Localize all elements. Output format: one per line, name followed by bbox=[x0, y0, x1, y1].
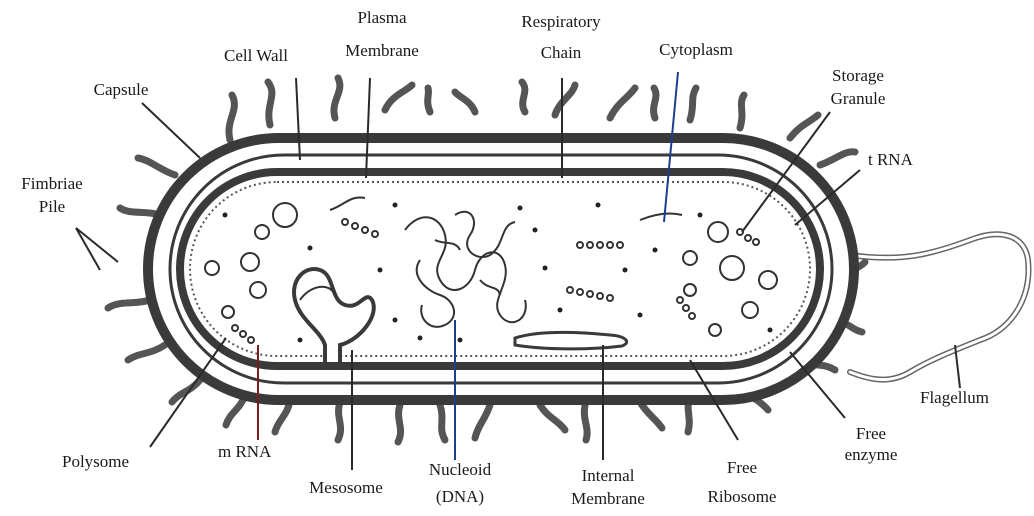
pilus bbox=[229, 95, 234, 140]
pilus bbox=[334, 78, 340, 118]
pilus bbox=[820, 152, 855, 165]
label-nucleoid-line1: Nucleoid bbox=[400, 460, 520, 479]
label-nucleoid-line2: (DNA) bbox=[400, 487, 520, 506]
label-storage-granule-line1: Storage bbox=[808, 66, 908, 85]
label-mesosome: Mesosome bbox=[286, 478, 406, 497]
label-plasma-membrane-line2: Membrane bbox=[322, 41, 442, 60]
label-free-ribosome: Free Ribosome bbox=[682, 458, 802, 506]
label-fimbriae-pile: Fimbriae Pile bbox=[2, 174, 102, 216]
pilus bbox=[338, 402, 341, 440]
label-nucleoid: Nucleoid (DNA) bbox=[400, 460, 520, 506]
label-internal-membrane-line2: Membrane bbox=[548, 489, 668, 508]
label-respiratory-chain: Respiratory Chain bbox=[486, 12, 636, 62]
pilus bbox=[268, 82, 272, 125]
label-storage-granule: Storage Granule bbox=[808, 66, 908, 108]
pilus bbox=[455, 92, 475, 112]
label-respiratory-chain-line2: Chain bbox=[486, 43, 636, 62]
pilus bbox=[398, 405, 401, 442]
label-polysome: Polysome bbox=[62, 452, 172, 471]
pilus bbox=[740, 95, 744, 128]
pilus bbox=[475, 405, 490, 438]
pilus bbox=[428, 88, 430, 112]
label-storage-granule-line2: Granule bbox=[808, 89, 908, 108]
label-free-enzyme-line1: Free bbox=[826, 424, 916, 443]
pilus bbox=[540, 405, 565, 430]
label-plasma-membrane: Plasma Membrane bbox=[322, 8, 442, 60]
label-internal-membrane-line1: Internal bbox=[548, 466, 668, 485]
pilus bbox=[138, 158, 175, 175]
label-fimbriae-line1: Fimbriae bbox=[2, 174, 102, 193]
label-fimbriae-line2: Pile bbox=[2, 197, 102, 216]
label-flagellum: Flagellum bbox=[920, 388, 1030, 407]
pilus bbox=[522, 82, 525, 112]
label-internal-membrane: Internal Membrane bbox=[548, 466, 668, 508]
label-respiratory-chain-line1: Respiratory bbox=[486, 12, 636, 31]
label-cytoplasm: Cytoplasm bbox=[636, 40, 756, 59]
pilus bbox=[120, 208, 160, 215]
pilus bbox=[640, 402, 662, 428]
pilus bbox=[128, 345, 165, 360]
label-cell-wall: Cell Wall bbox=[196, 46, 316, 65]
pilus bbox=[440, 405, 445, 440]
pilus bbox=[172, 380, 200, 402]
pilus bbox=[555, 85, 575, 115]
pilus bbox=[108, 300, 150, 308]
label-capsule: Capsule bbox=[66, 80, 176, 99]
pilus bbox=[385, 85, 412, 110]
label-trna: t RNA bbox=[868, 150, 948, 169]
pointer-capsule bbox=[142, 103, 200, 158]
label-free-ribosome-line1: Free bbox=[682, 458, 802, 477]
label-free-enzyme: Free enzyme bbox=[826, 424, 916, 464]
pilus bbox=[610, 88, 635, 118]
label-free-enzyme-line2: enzyme bbox=[826, 445, 916, 464]
label-free-ribosome-line2: Ribosome bbox=[682, 487, 802, 506]
pointer-fimbriae bbox=[76, 228, 100, 270]
plasma-membrane-outline bbox=[180, 172, 820, 366]
label-plasma-membrane-line1: Plasma bbox=[322, 8, 442, 27]
pilus bbox=[654, 88, 656, 118]
pilus bbox=[690, 88, 696, 120]
pilus bbox=[584, 405, 587, 440]
label-mrna: m RNA bbox=[218, 442, 298, 461]
internal-membrane-shape bbox=[515, 332, 627, 349]
